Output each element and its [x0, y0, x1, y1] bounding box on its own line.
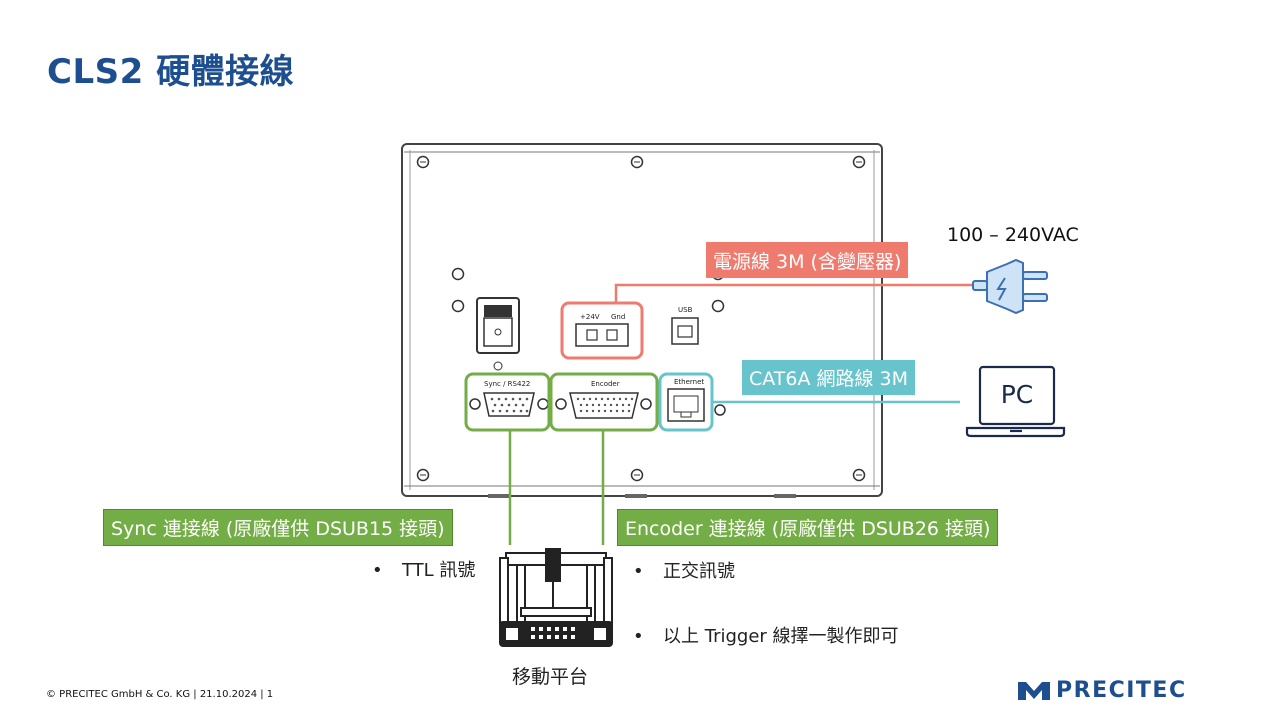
- pc-label: PC: [1000, 380, 1034, 409]
- page-title: CLS2 硬體接線: [47, 52, 295, 92]
- usb-port: USB: [671, 306, 699, 345]
- port-label-gnd: Gnd: [611, 313, 625, 321]
- encoder-bullet-text: 以上 Trigger 線擇一製作即可: [663, 626, 899, 647]
- logo-text: PRECITEC: [1056, 678, 1187, 703]
- port-label-24v: +24V: [580, 313, 600, 321]
- laptop-icon: [965, 365, 1066, 438]
- motion-stage-icon: [499, 548, 613, 647]
- port-label-sync: Sync / RS422: [484, 380, 530, 388]
- encoder-bullet-item: •正交訊號: [633, 561, 735, 582]
- precitec-logo: PRECITEC: [1018, 678, 1187, 703]
- sync-port: Sync / RS422: [464, 372, 551, 432]
- motion-stage-label: 移動平台: [512, 666, 589, 688]
- precitec-logo-icon: [1018, 681, 1050, 700]
- sync-bullet-item: •TTL 訊號: [372, 560, 476, 581]
- sync-cable-label: Sync 連接線 (原廠僅供 DSUB15 接頭): [103, 509, 453, 546]
- power-connector: +24V Gnd: [560, 301, 644, 360]
- power-cable-label: 電源線 3M (含變壓器): [706, 242, 909, 278]
- port-label-usb: USB: [678, 306, 693, 314]
- encoder-cable-label: Encoder 連接線 (原廠僅供 DSUB26 接頭): [617, 509, 999, 546]
- port-label-ethernet: Ethernet: [674, 378, 704, 386]
- footer-copyright: © PRECITEC GmbH & Co. KG | 21.10.2024 | …: [46, 689, 274, 700]
- voltage-label: 100 – 240VAC: [947, 224, 1079, 246]
- power-plug-icon: [972, 258, 1048, 315]
- ethernet-port: Ethernet: [658, 372, 714, 432]
- encoder-bullet-item: •以上 Trigger 線擇一製作即可: [633, 626, 899, 647]
- power-cable: [614, 283, 985, 303]
- power-switch-icon: [476, 297, 520, 371]
- port-label-encoder: Encoder: [591, 380, 620, 388]
- sync-bullet-text: TTL 訊號: [402, 560, 476, 581]
- ethernet-cable-label: CAT6A 網路線 3M: [742, 360, 916, 395]
- encoder-bullet-text: 正交訊號: [663, 561, 735, 582]
- encoder-port: Encoder: [549, 372, 659, 432]
